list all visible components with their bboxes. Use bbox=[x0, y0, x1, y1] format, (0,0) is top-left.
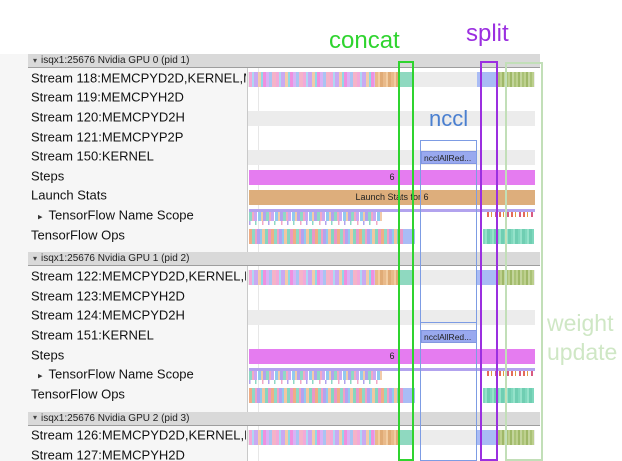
track-row-steps: 6 Steps bbox=[0, 345, 622, 365]
track-label: Stream 126:MEMCPYD2D,KERNEL,MI bbox=[31, 427, 246, 443]
name-scope-ticks bbox=[249, 221, 382, 226]
track-row-stream-119: Stream 119:MEMCPYH2D bbox=[0, 88, 622, 108]
weight-update-highlight-rect bbox=[505, 62, 543, 461]
nccl-highlight-rect bbox=[420, 322, 477, 461]
kernel-activity-stripes[interactable] bbox=[249, 429, 375, 445]
track-label: TensorFlow Ops bbox=[31, 386, 125, 402]
name-scope-flecks bbox=[487, 371, 534, 377]
weight-update-kernel-segment[interactable] bbox=[498, 429, 534, 445]
weight-update-line1: weight bbox=[547, 310, 614, 336]
split-kernel-segment[interactable] bbox=[477, 429, 498, 445]
tf-ops-weight-update-stripes[interactable] bbox=[483, 387, 534, 403]
track-label: Stream 150:KERNEL bbox=[31, 148, 154, 164]
track-row-stream-120: Stream 120:MEMCPYD2H bbox=[0, 107, 622, 127]
track-label: Stream 122:MEMCPYD2D,KERNEL,MI bbox=[31, 268, 246, 284]
collapse-triangle-icon: ▾ bbox=[33, 253, 38, 263]
split-annotation-label: split bbox=[466, 20, 509, 47]
track-label: Stream 121:MEMCPYP2P bbox=[31, 129, 184, 145]
name-scope-flecks bbox=[487, 212, 534, 218]
track-row-launch-stats: Launch Stats for 6 Launch Stats bbox=[0, 186, 622, 206]
row-band bbox=[248, 111, 535, 127]
weight-update-annotation-label: weight update bbox=[547, 309, 617, 367]
track-row-stream-124: Stream 124:MEMCPYD2H bbox=[0, 306, 622, 326]
concat-kernel-segment[interactable] bbox=[399, 72, 413, 87]
track-row-stream-121: Stream 121:MEMCPYP2P bbox=[0, 127, 622, 147]
track-label: Steps bbox=[31, 168, 65, 184]
track-row-tf-ops: TensorFlow Ops bbox=[0, 225, 622, 245]
track-row-stream-150: ncclAllRed... Stream 150:KERNEL bbox=[0, 146, 622, 166]
name-scope-ticks bbox=[249, 380, 382, 385]
steps-bar[interactable]: 6 bbox=[249, 169, 535, 185]
kernel-activity-stripes[interactable] bbox=[375, 72, 399, 87]
nccl-annotation-label: nccl bbox=[429, 106, 469, 131]
section-header-band[interactable]: ▾ isqx1:25676 Nvidia GPU 0 (pid 1) bbox=[28, 54, 540, 68]
weight-update-line2: update bbox=[547, 339, 618, 365]
track-row-tf-name-scope[interactable]: ▸TensorFlow Name Scope bbox=[0, 205, 622, 226]
track-label[interactable]: ▸TensorFlow Name Scope bbox=[38, 207, 194, 223]
track-label: Stream 124:MEMCPYD2H bbox=[31, 307, 185, 323]
split-highlight-rect bbox=[480, 61, 498, 461]
track-row-stream-127: Stream 127:MEMCPYH2D bbox=[0, 445, 622, 461]
split-kernel-segment[interactable] bbox=[477, 270, 498, 286]
kernel-activity-stripes[interactable] bbox=[375, 270, 399, 286]
name-scope-bar[interactable] bbox=[249, 368, 535, 372]
row-band bbox=[248, 309, 535, 325]
track-label: Stream 151:KERNEL bbox=[31, 327, 154, 343]
weight-update-kernel-segment[interactable] bbox=[498, 72, 534, 87]
launch-stats-bar[interactable]: Launch Stats for 6 bbox=[249, 189, 535, 205]
track-row-steps: 6 Steps bbox=[0, 166, 622, 186]
track-label: Stream 123:MEMCPYH2D bbox=[31, 288, 185, 304]
track-row-stream-118: Stream 118:MEMCPYD2D,KERNEL,ME bbox=[0, 68, 622, 88]
name-scope-activity[interactable] bbox=[249, 212, 382, 222]
track-label: Stream 127:MEMCPYH2D bbox=[31, 447, 185, 461]
concat-highlight-rect bbox=[398, 61, 414, 461]
track-label: TensorFlow Ops bbox=[31, 227, 125, 243]
concat-kernel-segment[interactable] bbox=[399, 429, 413, 445]
track-label: Stream 120:MEMCPYD2H bbox=[31, 109, 185, 125]
tf-ops-weight-update-stripes[interactable] bbox=[483, 228, 534, 244]
section-header-label: isqx1:25676 Nvidia GPU 1 (pid 2) bbox=[41, 253, 190, 265]
steps-bar[interactable]: 6 bbox=[249, 348, 535, 364]
name-scope-activity[interactable] bbox=[249, 371, 382, 381]
expand-triangle-icon[interactable]: ▸ bbox=[38, 211, 43, 222]
expand-triangle-icon[interactable]: ▸ bbox=[38, 370, 43, 381]
name-scope-bar[interactable] bbox=[249, 209, 535, 213]
section-header-label: isqx1:25676 Nvidia GPU 2 (pid 3) bbox=[41, 412, 190, 424]
track-row-tf-name-scope[interactable]: ▸TensorFlow Name Scope bbox=[0, 364, 622, 385]
kernel-activity-stripes[interactable] bbox=[249, 270, 375, 286]
collapse-triangle-icon: ▾ bbox=[33, 413, 38, 422]
concat-kernel-segment[interactable] bbox=[399, 270, 413, 286]
concat-annotation-label: concat bbox=[329, 27, 400, 54]
weight-update-kernel-segment[interactable] bbox=[498, 270, 534, 286]
track-row-tf-ops: TensorFlow Ops bbox=[0, 384, 622, 404]
track-row-stream-126: Stream 126:MEMCPYD2D,KERNEL,MI bbox=[0, 426, 622, 446]
kernel-activity-stripes[interactable] bbox=[249, 72, 375, 87]
split-kernel-segment[interactable] bbox=[477, 72, 498, 87]
tf-ops-activity-stripes[interactable] bbox=[249, 387, 403, 403]
kernel-activity-stripes[interactable] bbox=[375, 429, 399, 445]
track-label: Launch Stats bbox=[31, 187, 107, 203]
track-row-stream-123: Stream 123:MEMCPYH2D bbox=[0, 286, 622, 306]
collapse-triangle-icon: ▾ bbox=[33, 55, 38, 65]
track-row-stream-122: Stream 122:MEMCPYD2D,KERNEL,MI bbox=[0, 266, 622, 286]
track-label: Steps bbox=[31, 347, 65, 363]
section-header-label: isqx1:25676 Nvidia GPU 0 (pid 1) bbox=[41, 55, 190, 66]
track-label: Stream 118:MEMCPYD2D,KERNEL,ME bbox=[31, 70, 246, 86]
tf-ops-activity-stripes[interactable] bbox=[249, 228, 403, 244]
track-label[interactable]: ▸TensorFlow Name Scope bbox=[38, 366, 194, 382]
track-label: Stream 119:MEMCPYH2D bbox=[31, 89, 184, 105]
